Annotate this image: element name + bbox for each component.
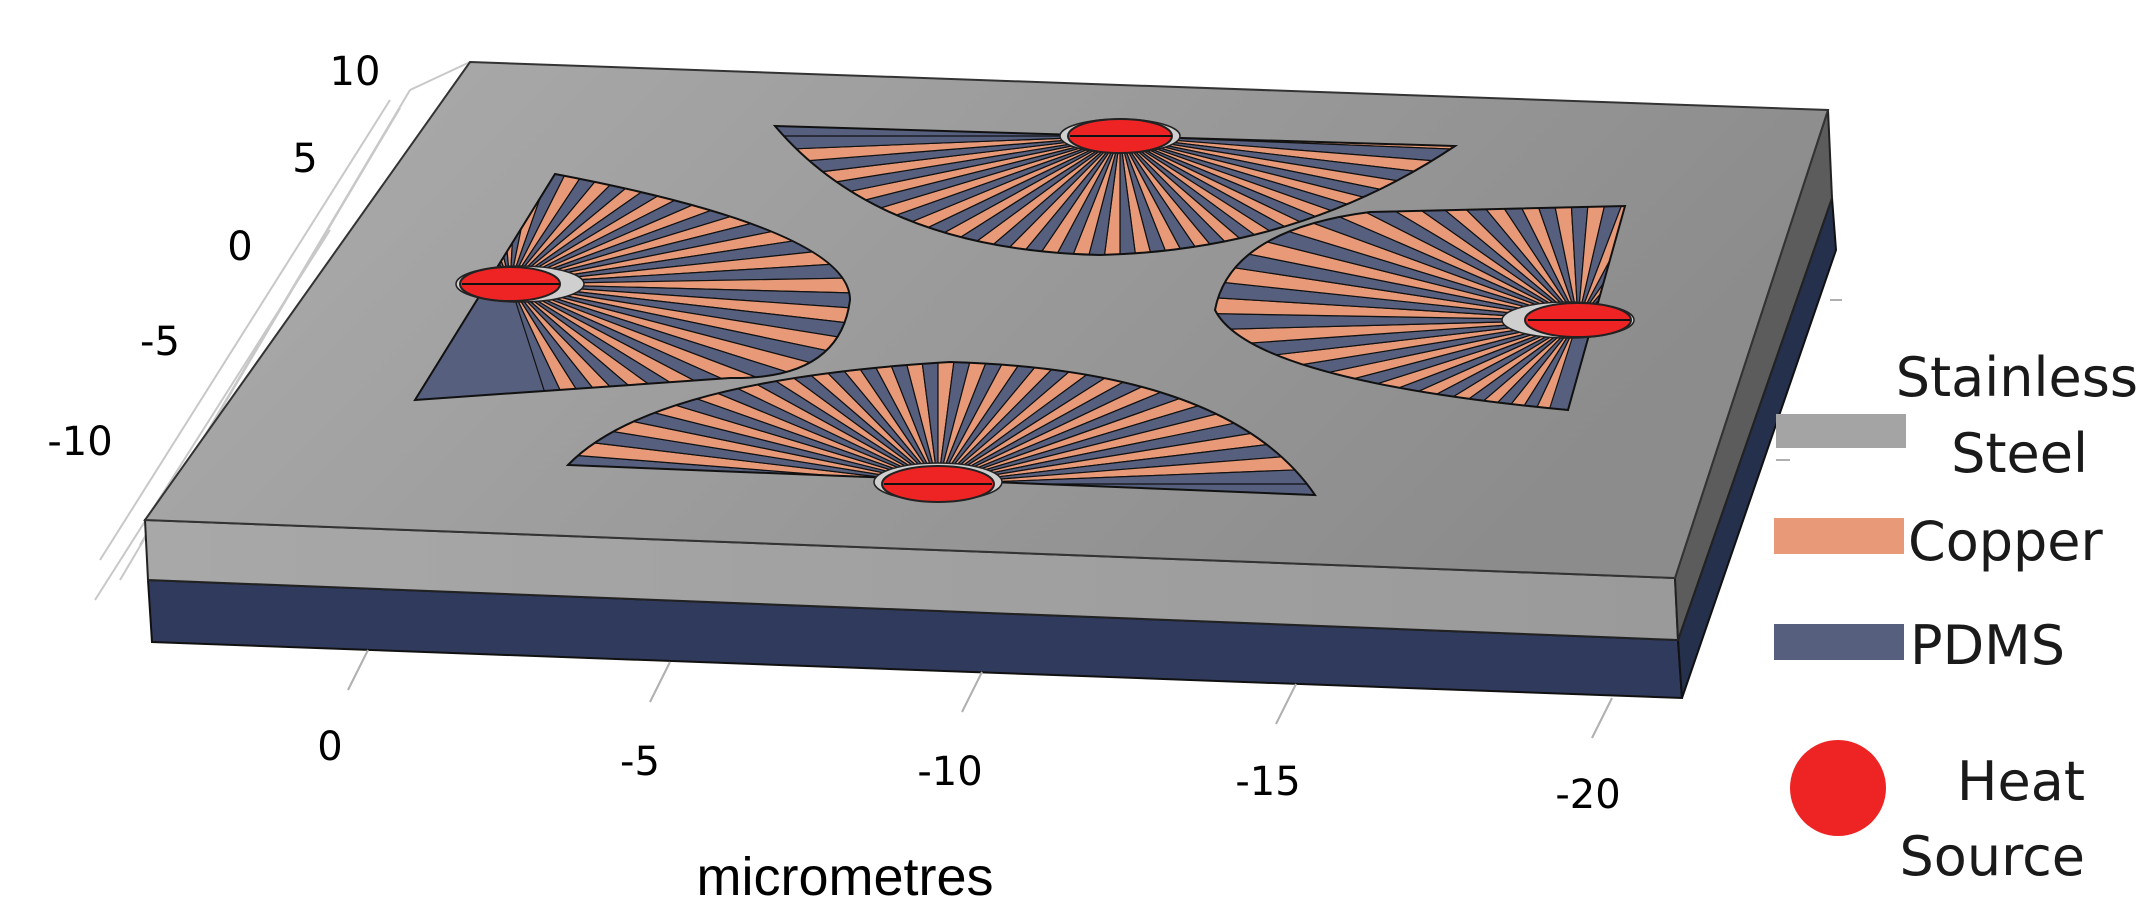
legend: Stainless Steel Copper PDMS Heat Source [1774,346,2138,888]
copper-spoke [1438,206,1579,321]
fan-top-outline [772,124,1459,257]
pdms-spoke [1324,206,1579,321]
copper-spoke [1360,206,1579,321]
heat-sources [455,118,1635,503]
x-tick-label: -15 [1235,759,1300,805]
legend-label-steel-line1: Stainless [1896,346,2138,409]
copper-spoke [509,174,689,285]
x-tick-labels: 0 -5 -10 -15 -20 [317,724,1620,818]
copper-spoke [1368,319,1579,410]
copper-spoke [1119,135,1329,255]
fan-bottom-outline [565,360,1317,497]
copper-spoke [879,135,1121,255]
pdms-spoke [937,462,1315,485]
copper-spoke [1119,135,1192,255]
copper-spoke [1295,319,1579,410]
legend-label-steel-line2: Steel [1951,422,2088,485]
pdms-spoke [509,283,720,400]
copper-spoke [863,362,939,485]
x-axis-title: micrometres [696,847,993,900]
pdms-spoke [1261,319,1579,410]
pdms-spoke [1119,135,1157,255]
pdms-spoke [1331,319,1579,410]
copper-spoke [720,362,939,485]
legend-label-heat-line2: Source [1900,825,2085,888]
pdms-spoke [775,135,1121,157]
pdms-spoke [509,174,728,285]
pdms-spoke [1119,135,1361,255]
x-tick-label: 0 [317,724,342,770]
pdms-spoke [1399,206,1579,321]
copper-spoke [1288,206,1579,321]
y-tick-labels: 10 5 0 -5 -10 [47,49,380,465]
copper-spoke [509,174,833,285]
legend-swatch-heat-source [1790,740,1886,836]
x-tick-label: -5 [620,739,660,785]
x-tick-label: -20 [1555,772,1620,818]
pdms-spoke [687,362,939,485]
legend-label-heat-line1: Heat [1957,750,2085,813]
y-tick-label: -10 [47,419,112,465]
pdms-spoke [937,362,1156,485]
legend-swatch-pdms [1774,624,1904,660]
y-tick-label: 0 [227,224,252,270]
copper-spoke [1519,206,1579,321]
pdms-spoke [911,135,1121,255]
pdms-spoke [826,362,939,485]
x-tick-label: -10 [917,749,982,795]
legend-label-pdms: PDMS [1910,614,2065,677]
pdms-spoke [1119,135,1296,255]
pdms-spoke [1215,319,1579,410]
fan-left-outline [413,172,852,402]
pdms-spoke [509,283,642,400]
y-tick-label: 5 [292,136,317,182]
legend-swatch-steel [1776,414,1906,448]
legend-swatch-copper [1774,518,1904,554]
copper-spoke [937,362,1121,485]
pdms-spoke [900,362,939,485]
copper-spoke [1230,319,1579,410]
copper-spoke [1119,135,1262,255]
pdms-spoke [755,362,939,485]
fan-right-outline [1213,204,1627,412]
y-tick-label: 10 [330,49,381,95]
pdms-spoke [509,283,793,400]
copper-spoke [509,283,757,400]
fan-top [775,126,1455,255]
copper-spoke [509,174,764,285]
y-tick-label: -5 [140,319,180,365]
axis-ticks [347,299,1842,739]
copper-spoke [944,135,1121,255]
copper-spoke [790,362,939,485]
copper-spoke [937,362,1189,485]
pdms-spoke [1478,206,1579,321]
legend-label-copper: Copper [1908,510,2104,573]
pdms-spoke [509,174,800,285]
pdms-spoke [1406,319,1579,410]
copper-spoke [1215,319,1579,410]
pdms-spoke [1119,135,1228,255]
copper-spoke [509,283,682,400]
